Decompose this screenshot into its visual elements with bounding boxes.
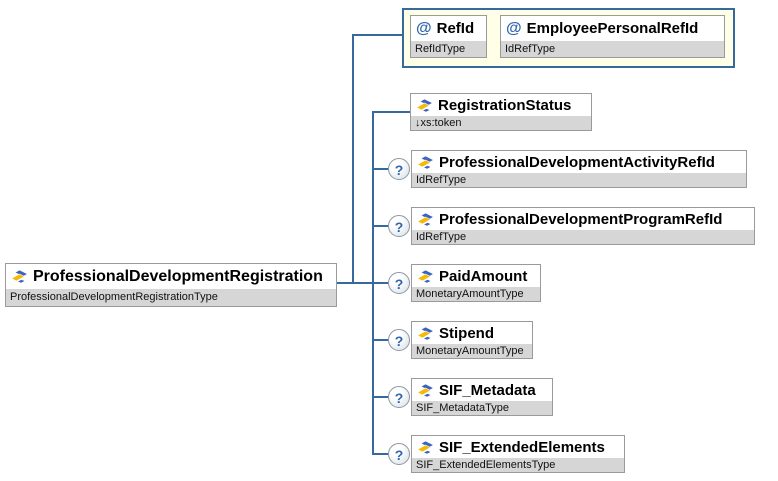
element-name: Stipend [439,324,494,342]
element-node-paidamount[interactable]: PaidAmount MonetaryAmountType [411,264,541,302]
optional-badge: ? [388,272,410,294]
attribute-at-icon: @ [506,19,522,37]
attribute-node-employeepersonalrefid[interactable]: @ EmployeePersonalRefId IdRefType [500,15,725,58]
connector-stub-registrationstatus [372,111,410,113]
connector-stub-sifmetadata [372,396,390,398]
element-icon [416,269,435,283]
attribute-at-icon: @ [416,19,432,37]
optional-badge: ? [388,215,410,237]
element-type: IdRefType [412,173,746,187]
optional-badge: ? [388,158,410,180]
element-icon [10,269,29,284]
attribute-node-refid[interactable]: @ RefId RefIdType [410,15,487,58]
element-name: SIF_ExtendedElements [439,438,605,456]
connector-attributes-horizontal [352,34,402,36]
element-type: SIF_ExtendedElementsType [412,458,624,472]
attribute-name: EmployeePersonalRefId [526,20,699,37]
element-type: ProfessionalDevelopmentRegistrationType [6,289,336,306]
element-name: ProfessionalDevelopmentRegistration [33,267,323,285]
root-element-node[interactable]: ProfessionalDevelopmentRegistration Prof… [5,263,337,307]
optional-badge: ? [388,386,410,408]
connector-stub-stipend [372,339,390,341]
element-node-sifextendedelements[interactable]: SIF_ExtendedElements SIF_ExtendedElement… [411,435,625,473]
element-type: MonetaryAmountType [412,344,532,358]
element-name: SIF_Metadata [439,381,536,399]
element-icon [416,326,435,340]
optional-badge: ? [388,443,410,465]
element-icon [416,440,435,454]
element-icon [416,383,435,397]
connector-stub-sifextendedelements [372,453,390,455]
element-name: ProfessionalDevelopmentProgramRefId [439,210,723,228]
attribute-type: IdRefType [501,41,724,57]
element-icon [415,98,434,112]
element-icon [416,212,435,226]
element-node-professionaldevelopmentprogramrefid[interactable]: ProfessionalDevelopmentProgramRefId IdRe… [411,207,755,245]
connector-stub-paidamount [372,282,390,284]
connector-stub-activityrefid [372,168,390,170]
element-type: IdRefType [412,230,754,244]
element-type: SIF_MetadataType [412,401,552,415]
element-node-stipend[interactable]: Stipend MonetaryAmountType [411,321,533,359]
element-name: PaidAmount [439,267,528,285]
connector-root-horizontal [337,282,374,284]
attribute-name: RefId [436,20,475,37]
attribute-type: RefIdType [411,41,486,57]
connector-stub-programrefid [372,225,390,227]
element-type: MonetaryAmountType [412,287,540,301]
element-node-professionaldevelopmentactivityrefid[interactable]: ProfessionalDevelopmentActivityRefId IdR… [411,150,747,188]
optional-badge: ? [388,329,410,351]
element-name: ProfessionalDevelopmentActivityRefId [439,153,715,171]
element-type: ↓xs:token [411,116,591,130]
element-node-registrationstatus[interactable]: RegistrationStatus ↓xs:token [410,93,592,131]
connector-attributes-vertical [352,34,354,284]
element-name: RegistrationStatus [438,96,572,114]
element-node-sifmetadata[interactable]: SIF_Metadata SIF_MetadataType [411,378,553,416]
element-icon [416,155,435,169]
